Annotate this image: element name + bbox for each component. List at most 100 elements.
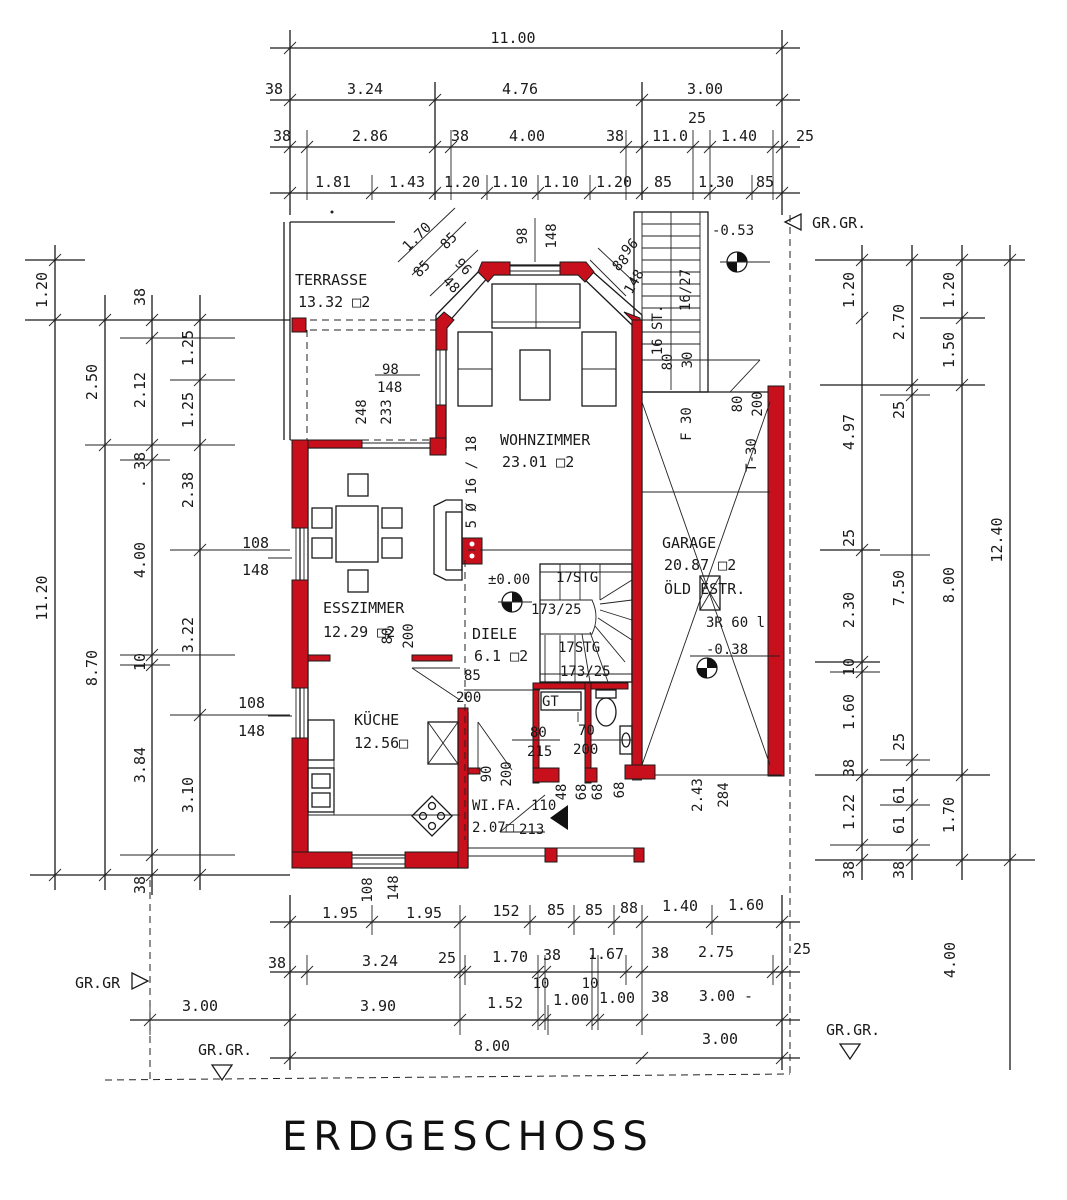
dim-bay-tl-0: 1.70	[400, 220, 435, 255]
dim-left-col3-6: 38	[131, 876, 149, 894]
dim-right-c2-3: 25	[890, 733, 908, 751]
dim-ess-win-0: 108	[242, 534, 269, 552]
room-wifa-area: 2.07□	[472, 820, 515, 836]
wall-wc-bottom-b	[584, 767, 598, 783]
bottom-dimension-chains: 1.95 1.95 152 85 85 88 1.40 1.60 38 3.24…	[130, 895, 811, 1070]
dim-bot-r1-7: 1.60	[728, 896, 764, 914]
dim-top-r1-1: 3.24	[347, 80, 383, 98]
wall-post-bottom-b	[633, 847, 645, 863]
dim-right-c2-1: 25	[890, 401, 908, 419]
dim-top-r2-6: 25	[688, 109, 706, 127]
dim-right-c3-2: 8.00	[940, 567, 958, 603]
dim-bottom-win-0: 108	[360, 877, 376, 902]
wall-bottom-left	[291, 851, 353, 869]
dim-top-r2-2: 38	[451, 127, 469, 145]
stair-upper-ratio: 173/25	[531, 602, 582, 618]
dim-top-r3-7: 1.30	[698, 173, 734, 191]
wall-living-corner	[429, 437, 447, 456]
dim-bot-r2-2: 25	[438, 949, 456, 967]
level-garage: -0.38	[706, 642, 748, 658]
dim-top-r1-0: 38	[265, 80, 283, 98]
dim-garage-gate-1: 284	[716, 782, 732, 807]
ext-stair-st: 16 ST.	[650, 305, 666, 356]
label-gt: GT	[542, 694, 559, 710]
dim-right-c2-2: 7.50	[890, 570, 908, 606]
dim-bot-r1-3: 85	[547, 901, 565, 919]
dim-left-col4-3: 3.22	[179, 617, 197, 653]
room-diele-area: 6.1 □2	[474, 647, 528, 665]
dim-wc1-1: 215	[527, 744, 552, 760]
dim-left-outer-0: 1.20	[33, 272, 51, 308]
kitchen-fittings	[307, 719, 460, 837]
dim-top-r2-7: 1.40	[721, 127, 757, 145]
room-terrasse-area: 13.32 □2	[298, 293, 370, 311]
stair-lower-ratio: 173/25	[560, 664, 611, 680]
dim-diele-1: 200	[456, 690, 481, 706]
dim-bot-r1-1: 1.95	[406, 904, 442, 922]
dim-bay-top-0: 98	[515, 228, 531, 245]
dim-bay-tl-3: 96	[451, 256, 474, 279]
dim-top-r1-2: 4.76	[502, 80, 538, 98]
dim-top-r2-0: 38	[273, 127, 291, 145]
dim-top-r2-5: 11.0	[652, 127, 688, 145]
dim-mini-3: 68	[612, 782, 628, 799]
ground-marker-icon	[131, 971, 150, 991]
dim-bot-r2-5: 1.67	[588, 945, 624, 963]
wall-post-bottom-a	[544, 847, 558, 863]
room-garage-tank: 3R 60 l	[706, 615, 765, 631]
dim-bot-r1-2: 152	[492, 902, 519, 920]
dim-bot-r2-4: 38	[543, 946, 561, 964]
windows	[295, 265, 560, 865]
ground-lines: GR.GR. GR.GR GR.GR. GR.GR.	[75, 212, 880, 1082]
dim-bay-top-1: 148	[544, 223, 560, 248]
living-sofa	[457, 283, 617, 407]
stair-upper-steps: 17STG	[556, 570, 598, 586]
wall-dining-kitchen-r	[411, 654, 453, 662]
plan-title: ERDGESCHOSS	[282, 1114, 654, 1160]
inner-dimensions: 1.70 85 85 96 48 98 148 88 96 148 98 148…	[238, 207, 766, 903]
dim-bot-r3-6: 1.00	[599, 989, 635, 1007]
dim-top-r1-3: 3.00	[687, 80, 723, 98]
dim-mini-2: 68	[590, 784, 606, 801]
dim-left-col3-3: 4.00	[131, 542, 149, 578]
ground-marker-icon	[838, 1043, 862, 1061]
dim-right-c1-2: 25	[840, 529, 858, 547]
ground-marker-icon	[210, 1064, 234, 1082]
ext-stair-ratio: 16/27	[678, 269, 694, 311]
dim-right-c2-6: 38	[890, 861, 908, 879]
grgr-label-bottom-left: GR.GR.	[198, 1041, 252, 1059]
dining-table	[311, 473, 403, 593]
dim-terrasse-door-1: 148	[377, 380, 402, 396]
dim-top-r2-3: 4.00	[509, 127, 545, 145]
dim-kueche-win-1: 148	[238, 722, 265, 740]
room-garage-note: ÖLD ESTR.	[664, 579, 745, 598]
wall-left-lower	[291, 737, 309, 869]
dim-right-c1-8: 38	[840, 861, 858, 879]
red-walls	[291, 261, 785, 869]
dim-right-c3-3: 1.70	[940, 797, 958, 833]
dim-ess-door-0: 80	[380, 628, 396, 645]
dim-right-c2-5: 61	[890, 816, 908, 834]
dim-left-col4-1: 1.25	[179, 392, 197, 428]
dim-garage-door-0: 80	[730, 396, 746, 413]
door-swings	[411, 359, 782, 840]
dim-bot-r2-3: 1.70	[492, 948, 528, 966]
dim-wc2-0: 70	[578, 723, 595, 739]
dim-top-r2-1: 2.86	[352, 127, 388, 145]
label-chimney: 5 Ø 16 / 18	[464, 436, 480, 529]
room-kueche-area: 12.56□	[354, 734, 408, 752]
dim-bot-r2-1: 3.24	[362, 952, 398, 970]
dim-right-c1-4: 10	[840, 658, 858, 676]
dim-garage-gate-0: 2.43	[690, 778, 706, 812]
top-dimension-chains: 11.00 38 3.24 4.76 3.00 38 2.86 38 4.00 …	[265, 29, 814, 215]
level-zero: ±0.00	[488, 572, 530, 588]
wall-kitchen-right	[457, 707, 469, 869]
label-t30: T-30	[744, 438, 760, 472]
dim-bot-r3-1: 3.90	[360, 997, 396, 1015]
dim-left-col2-1: 8.70	[83, 650, 101, 686]
terrace	[283, 210, 440, 441]
level-outside: -0.53	[712, 223, 754, 239]
dim-bay-tl-1: 85	[438, 230, 461, 253]
dim-top-r3-4: 1.10	[543, 173, 579, 191]
